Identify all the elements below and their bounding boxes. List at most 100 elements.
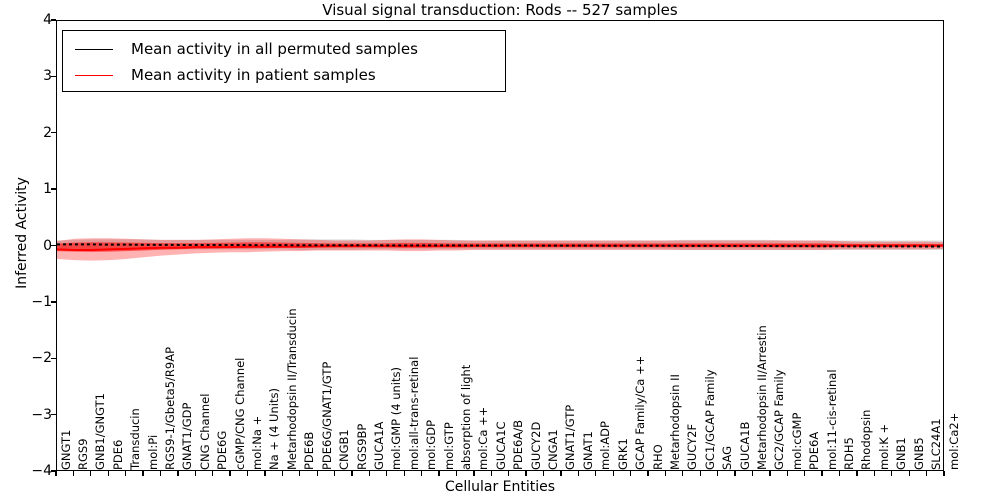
- y-tick-mark: [51, 188, 56, 190]
- x-tick-label: GUCA1C: [493, 421, 508, 470]
- x-tick-label: RHO: [650, 444, 665, 470]
- x-tick-mark: [838, 471, 841, 476]
- x-tick-mark: [804, 471, 806, 476]
- x-tick-label: mol:all-trans-retinal: [406, 356, 421, 470]
- x-tick-mark: [925, 471, 928, 476]
- x-tick-label: CNG Channel: [197, 393, 212, 470]
- y-tick-mark: [51, 132, 56, 134]
- x-tick-label: RGS9BP: [354, 423, 369, 470]
- x-tick-label: Rhodopsin: [859, 409, 874, 470]
- x-tick-label: GCAP Family/Ca ++: [633, 355, 648, 470]
- x-tick-label: PDE6A: [807, 431, 822, 470]
- x-tick-mark: [142, 471, 144, 476]
- x-tick-mark: [264, 471, 266, 476]
- legend-label-patient: Mean activity in patient samples: [131, 66, 376, 84]
- x-tick-label: Metarhodopsin II: [667, 374, 682, 470]
- x-tick-mark: [124, 471, 127, 476]
- x-tick-mark: [612, 471, 614, 476]
- x-tick-label: CNGB1: [337, 429, 352, 470]
- y-tick-mark: [51, 470, 56, 472]
- x-tick-mark: [72, 471, 75, 476]
- legend-swatch-permuted: [75, 48, 113, 50]
- x-tick-mark: [647, 471, 649, 476]
- x-tick-label: mol:Ca2+: [946, 412, 961, 470]
- x-tick-label: PDE6G: [215, 430, 230, 470]
- x-tick-label: GUCA1B: [737, 421, 752, 470]
- x-tick-mark: [368, 471, 371, 476]
- plot-area: [56, 20, 944, 471]
- x-tick-label: mol:cGMP: [789, 412, 804, 470]
- x-tick-label: Metarhodopsin II/Arrestin: [754, 325, 769, 470]
- x-tick-mark: [856, 471, 858, 476]
- x-tick-mark: [438, 471, 440, 476]
- x-tick-mark: [873, 471, 875, 476]
- plot-canvas: [57, 238, 943, 261]
- x-tick-label: GUCY2D: [528, 421, 543, 470]
- x-tick-label: GNAT1: [580, 431, 595, 470]
- x-tick-label: CNGA1: [546, 429, 561, 470]
- x-tick-label: Metarhodopsin II/Transducin: [284, 308, 299, 470]
- y-tick-label: 1: [43, 181, 52, 198]
- x-tick-mark: [159, 471, 162, 476]
- x-tick-mark: [246, 471, 249, 476]
- legend-item-permuted: Mean activity in all permuted samples: [71, 36, 497, 62]
- x-tick-label: RGS9: [75, 438, 90, 470]
- x-tick-mark: [908, 471, 910, 476]
- x-tick-label: mol:ADP: [598, 421, 613, 470]
- x-tick-label: GNB5: [911, 437, 926, 470]
- y-tick-mark: [51, 301, 56, 303]
- chart-title: Visual signal transduction: Rods -- 527 …: [322, 1, 678, 19]
- x-tick-mark: [577, 471, 579, 476]
- x-tick-mark: [212, 471, 214, 476]
- y-tick-label: 3: [43, 68, 52, 85]
- x-tick-label: Na + (4 Units): [267, 388, 282, 470]
- x-tick-mark: [508, 471, 510, 476]
- x-tick-mark: [943, 471, 945, 476]
- x-tick-mark: [403, 471, 405, 476]
- x-tick-label: GNB1/GNGT1: [93, 393, 108, 470]
- x-tick-mark: [542, 471, 545, 476]
- x-tick-mark: [333, 471, 336, 476]
- x-tick-mark: [90, 471, 92, 476]
- y-tick-label: −2: [31, 350, 52, 367]
- x-tick-mark: [490, 471, 492, 476]
- legend-swatch-patient: [75, 74, 113, 76]
- x-tick-mark: [786, 471, 788, 476]
- x-tick-mark: [751, 471, 754, 476]
- x-tick-label: mol:11-cis-retinal: [824, 369, 839, 470]
- x-tick-label: PDE6B: [302, 431, 317, 470]
- y-tick-label: 4: [43, 12, 52, 28]
- x-tick-label: SAG: [720, 445, 735, 470]
- x-tick-mark: [194, 471, 196, 476]
- x-tick-mark: [351, 471, 353, 476]
- x-tick-label: mol:GMP (4 units): [389, 367, 404, 470]
- x-tick-label: mol:Ca ++: [476, 406, 491, 470]
- y-tick-label: −3: [31, 406, 52, 423]
- x-tick-mark: [281, 471, 283, 476]
- x-tick-mark: [455, 471, 458, 476]
- x-tick-label: GC1/GCAP Family: [702, 369, 717, 470]
- x-tick-mark: [473, 471, 475, 476]
- x-tick-label: PDE6G/GNAT1/GTP: [319, 361, 334, 470]
- x-tick-label: GRK1: [615, 438, 630, 470]
- x-tick-label: GNAT1/GTP: [563, 404, 578, 470]
- x-tick-label: SLC24A1: [929, 418, 944, 470]
- y-tick-label: −4: [31, 463, 52, 479]
- y-tick-label: 0: [43, 237, 52, 254]
- x-tick-mark: [699, 471, 701, 476]
- x-tick-label: GNGT1: [58, 429, 73, 470]
- x-tick-label: PDE6: [110, 439, 125, 470]
- x-tick-mark: [664, 471, 667, 476]
- y-tick-mark: [51, 244, 56, 247]
- y-tick-mark: [51, 413, 56, 416]
- y-tick-mark: [51, 19, 56, 21]
- x-tick-label: RDH5: [842, 437, 857, 470]
- x-tick-mark: [821, 471, 823, 476]
- x-tick-label: absorption of light: [458, 364, 473, 470]
- x-tick-label: mol:GDP: [424, 419, 439, 470]
- x-tick-mark: [299, 471, 301, 476]
- x-tick-mark: [386, 471, 388, 476]
- x-tick-mark: [595, 471, 597, 476]
- x-tick-mark: [420, 471, 423, 476]
